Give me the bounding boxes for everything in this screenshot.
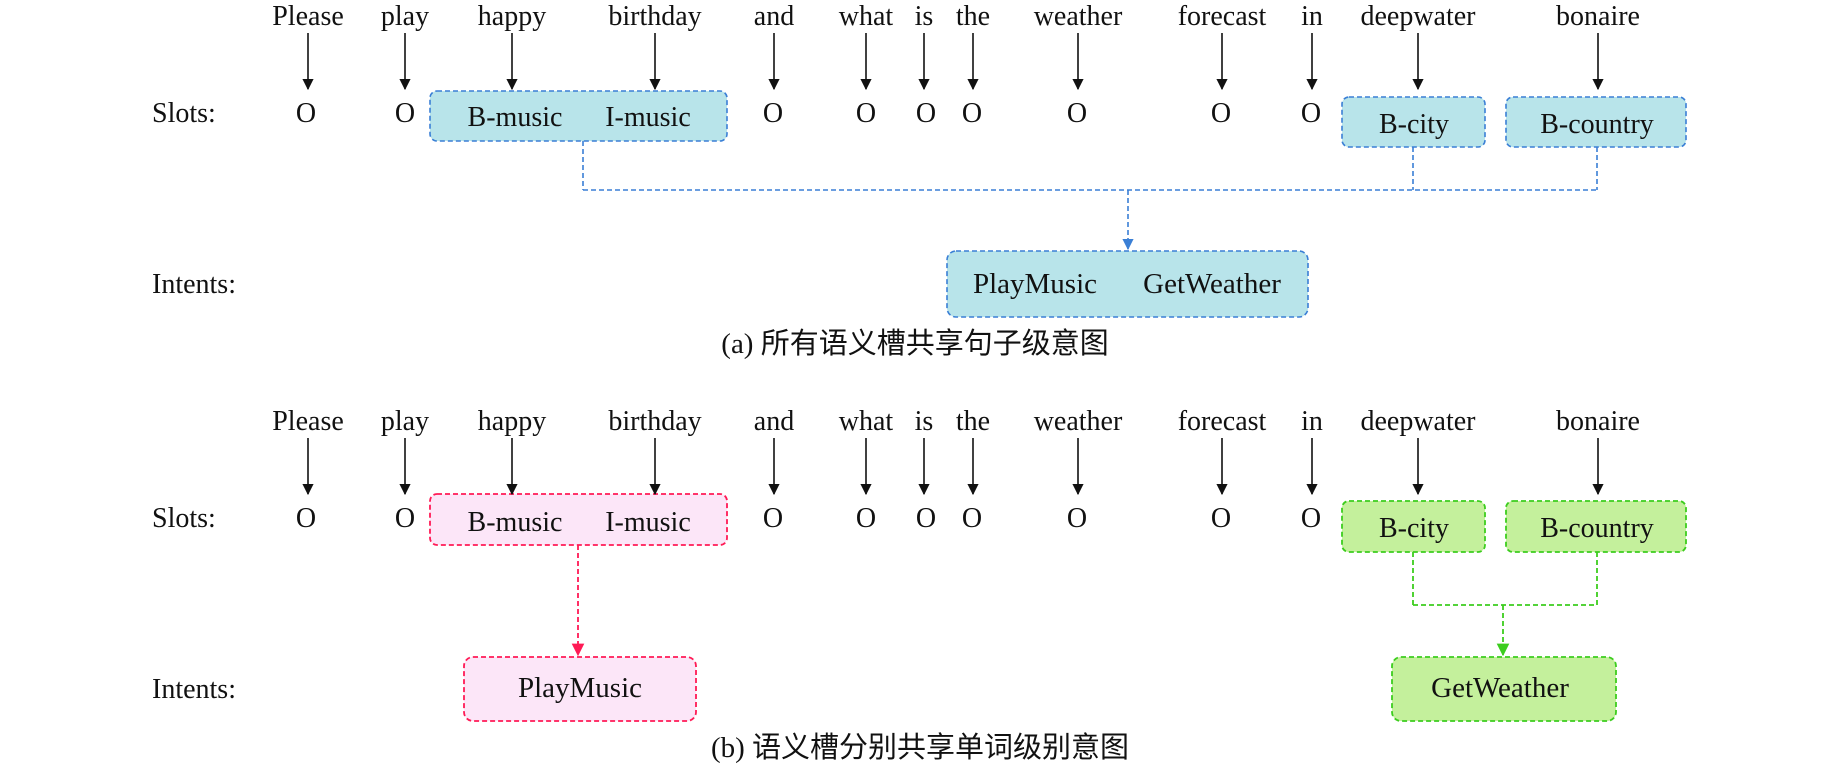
panel-a-slot-11: B-city bbox=[1379, 109, 1449, 140]
panel-a-word-10: in bbox=[1301, 1, 1323, 32]
panel-b-intent-getweather: GetWeather bbox=[1431, 672, 1569, 704]
panel-a-slot-6: O bbox=[916, 98, 936, 129]
panel-b-word-10: in bbox=[1301, 406, 1323, 437]
panel-a-slot-1: O bbox=[395, 98, 415, 129]
panel-b-intent-music-box bbox=[463, 656, 697, 722]
panel-b-slot-10: O bbox=[1301, 503, 1321, 534]
panel-b-slot-12: B-country bbox=[1540, 513, 1654, 544]
panel-b-word-6: is bbox=[915, 406, 934, 437]
panel-a-word-12: bonaire bbox=[1556, 1, 1640, 32]
panel-a-word-6: is bbox=[915, 1, 934, 32]
panel-b-country-box bbox=[1505, 500, 1687, 553]
panel-a-slot-2: B-music bbox=[468, 102, 563, 133]
panel-a-word-8: weather bbox=[1034, 1, 1123, 32]
panel-a-music-box bbox=[429, 90, 728, 142]
panel-a-intents-label: Intents: bbox=[152, 269, 236, 300]
panel-b-slot-8: O bbox=[1067, 503, 1087, 534]
panel-b-intents-label: Intents: bbox=[152, 674, 236, 705]
panel-a-connectors bbox=[582, 141, 1598, 251]
panel-a-slot-5: O bbox=[856, 98, 876, 129]
panel-b-slot-6: O bbox=[916, 503, 936, 534]
panel-b-slots-label: Slots: bbox=[152, 503, 216, 534]
panel-a-word-2: happy bbox=[478, 1, 546, 32]
panel-b-word-2: happy bbox=[478, 406, 546, 437]
panel-b-intent-playmusic: PlayMusic bbox=[518, 672, 642, 704]
panel-a-word-1: play bbox=[381, 1, 429, 32]
panel-b-caption: (b) 语义槽分别共享单词级别意图 bbox=[711, 731, 1129, 764]
panel-a-word-5: what bbox=[839, 1, 894, 32]
panel-b-word-8: weather bbox=[1034, 406, 1123, 437]
panel-b-slot-4: O bbox=[763, 503, 783, 534]
panel-b-slot-1: O bbox=[395, 503, 415, 534]
panel-a-intent-getweather: GetWeather bbox=[1143, 268, 1281, 300]
panel-b-word-4: and bbox=[754, 406, 794, 437]
panel-a-word-11: deepwater bbox=[1360, 1, 1476, 32]
panel-a-slot-9: O bbox=[1211, 98, 1231, 129]
panel-a-slot-12: B-country bbox=[1540, 109, 1654, 140]
panel-b-slot-11: B-city bbox=[1379, 513, 1449, 544]
panel-b-word-0: Please bbox=[272, 406, 344, 437]
panel-a-word-7: the bbox=[956, 1, 990, 32]
panel-a-word-9: forecast bbox=[1178, 1, 1267, 32]
panel-b-slot-7: O bbox=[962, 503, 982, 534]
panel-a-slots-label: Slots: bbox=[152, 98, 216, 129]
panel-a-slot-10: O bbox=[1301, 98, 1321, 129]
panel-b-word-11: deepwater bbox=[1360, 406, 1476, 437]
panel-a-intent-box bbox=[946, 250, 1309, 318]
panel-a-word-3: birthday bbox=[608, 1, 701, 32]
panel-b-intent-weather-box bbox=[1391, 656, 1617, 722]
panel-b-slot-2: B-music bbox=[468, 507, 563, 538]
panel-a-word-4: and bbox=[754, 1, 794, 32]
panel-b-word-12: bonaire bbox=[1556, 406, 1640, 437]
panel-a-slot-8: O bbox=[1067, 98, 1087, 129]
panel-a-slot-7: O bbox=[962, 98, 982, 129]
panel-b-slot-9: O bbox=[1211, 503, 1231, 534]
panel-b-word-5: what bbox=[839, 406, 894, 437]
panel-b-slot-0: O bbox=[296, 503, 316, 534]
panel-b-weather-connectors bbox=[1412, 552, 1598, 657]
panel-a-country-box bbox=[1505, 96, 1687, 148]
panel-a-intent-playmusic: PlayMusic bbox=[973, 268, 1097, 300]
panel-b-word-9: forecast bbox=[1178, 406, 1267, 437]
panel-a-caption: (a) 所有语义槽共享句子级意图 bbox=[721, 327, 1108, 360]
panel-a-slot-3: I-music bbox=[605, 102, 691, 133]
panel-a-slot-0: O bbox=[296, 98, 316, 129]
panel-b-word-7: the bbox=[956, 406, 990, 437]
panel-a-word-0: Please bbox=[272, 1, 344, 32]
panel-b-slot-3: I-music bbox=[605, 507, 691, 538]
panel-b-word-1: play bbox=[381, 406, 429, 437]
panel-b-slot-5: O bbox=[856, 503, 876, 534]
panel-a-slot-4: O bbox=[763, 98, 783, 129]
panel-b-word-3: birthday bbox=[608, 406, 701, 437]
